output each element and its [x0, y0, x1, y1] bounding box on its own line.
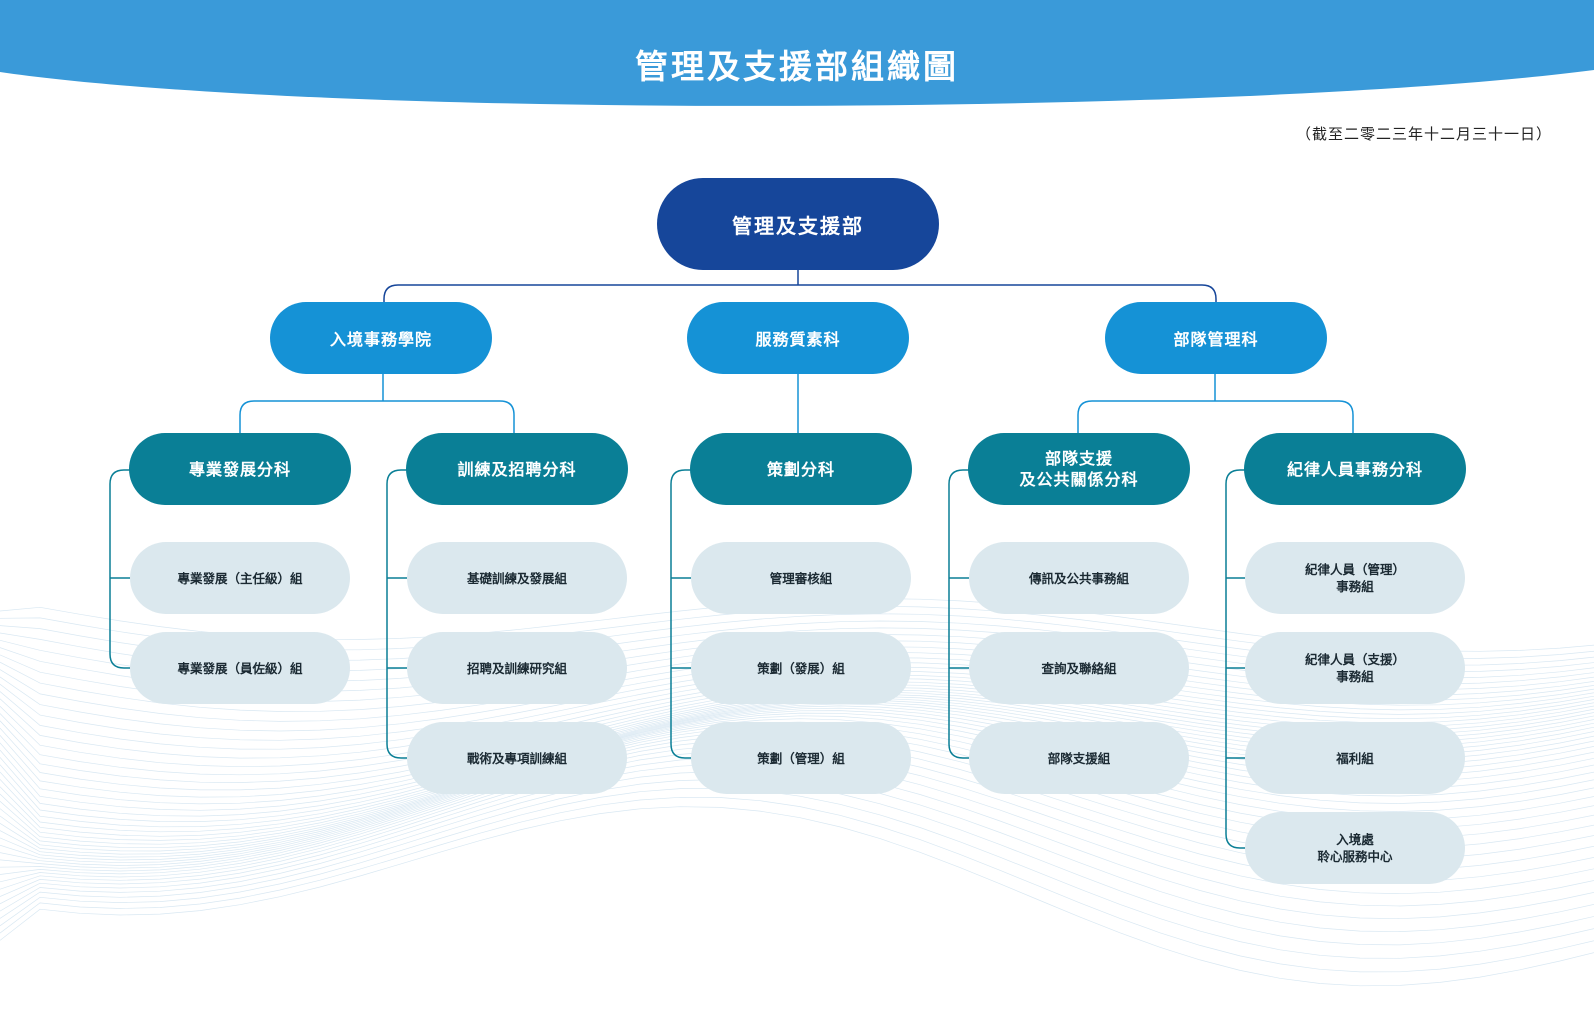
- unit-node: 查詢及聯絡組: [969, 632, 1189, 704]
- connector-section-1: [109, 469, 130, 669]
- wave-line: [0, 806, 1594, 987]
- section-node: 部隊支援 及公共關係分科: [968, 433, 1190, 505]
- wave-line: [0, 787, 1594, 959]
- connector-division-3: [1077, 374, 1354, 433]
- unit-node: 部隊支援組: [969, 722, 1189, 794]
- section-node: 訓練及招聘分科: [406, 433, 628, 505]
- unit-node: 紀律人員（支援） 事務組: [1245, 632, 1465, 704]
- connector-section-2: [386, 469, 407, 759]
- connector-section-3: [670, 469, 691, 759]
- division-node: 部隊管理科: [1105, 302, 1327, 374]
- unit-node: 專業發展（主任級）組: [130, 542, 350, 614]
- connector-root-to-divisions: [383, 270, 1217, 303]
- section-node: 策劃分科: [690, 433, 912, 505]
- wave-line: [0, 715, 1594, 858]
- unit-node: 入境處 聆心服務中心: [1245, 812, 1465, 884]
- unit-node: 戰術及專項訓練組: [407, 722, 627, 794]
- unit-node: 招聘及訓練研究組: [407, 632, 627, 704]
- org-root-node: 管理及支援部: [657, 178, 939, 270]
- as-of-date: （截至二零二三年十二月三十一日）: [1295, 125, 1552, 143]
- section-node: 紀律人員事務分科: [1244, 433, 1466, 505]
- wave-line: [0, 796, 1594, 973]
- unit-node: 紀律人員（管理） 事務組: [1245, 542, 1465, 614]
- page-title: 管理及支援部組織圖: [635, 47, 959, 86]
- unit-node: 傳訊及公共事務組: [969, 542, 1189, 614]
- unit-node: 基礎訓練及發展組: [407, 542, 627, 614]
- unit-node: 策劃（發展）組: [691, 632, 911, 704]
- wave-line: [0, 712, 1594, 855]
- unit-node: 策劃（管理）組: [691, 722, 911, 794]
- header-band: [0, 0, 1594, 106]
- unit-node: 專業發展（員佐級）組: [130, 632, 350, 704]
- connector-division-1: [239, 374, 515, 433]
- division-node: 服務質素科: [687, 302, 909, 374]
- unit-node: 福利組: [1245, 722, 1465, 794]
- connector-section-4: [948, 469, 969, 759]
- division-node: 入境事務學院: [270, 302, 492, 374]
- connector-section-5: [1225, 469, 1245, 849]
- unit-node: 管理審核組: [691, 542, 911, 614]
- section-node: 專業發展分科: [129, 433, 351, 505]
